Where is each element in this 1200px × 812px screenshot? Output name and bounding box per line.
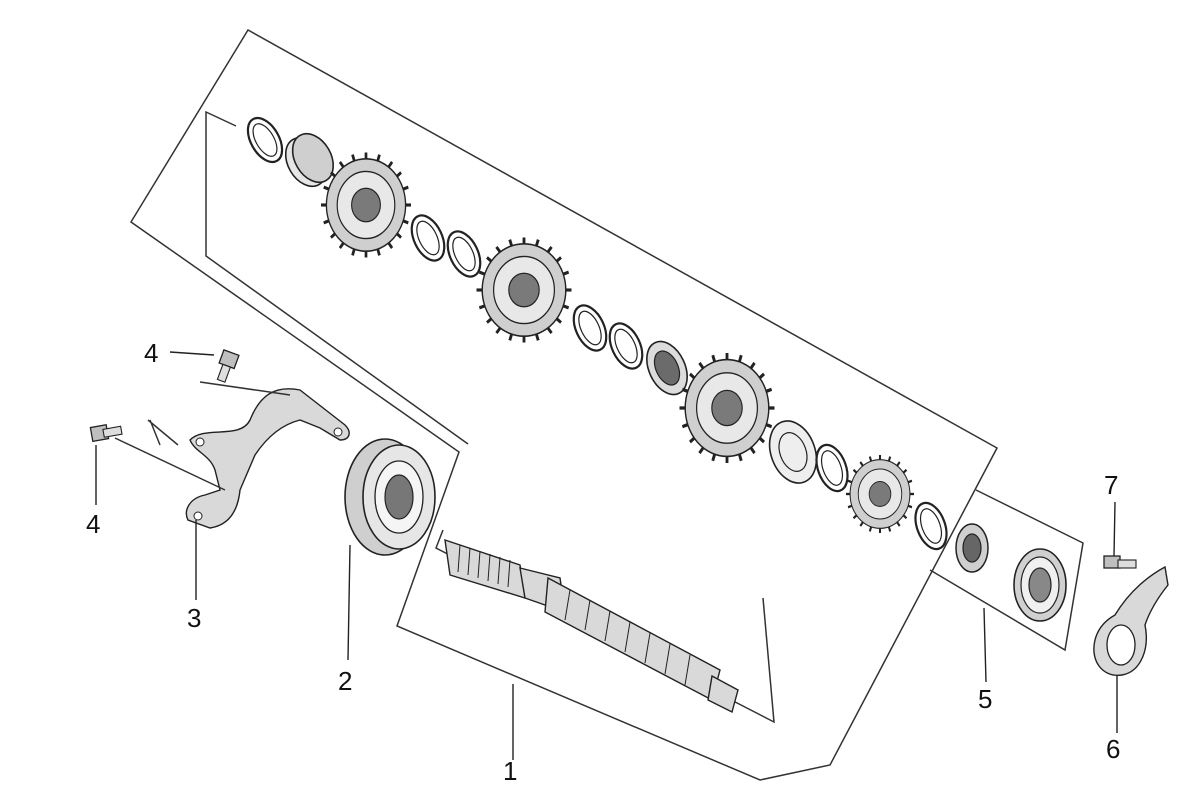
assembly-outline xyxy=(129,28,999,781)
bearing-plate xyxy=(185,388,350,529)
callout-4-lower: 4 xyxy=(86,509,100,539)
retainer-hole xyxy=(1106,624,1136,666)
callout-6: 6 xyxy=(1106,734,1120,764)
leader-7 xyxy=(1113,501,1116,557)
callout-3: 3 xyxy=(187,603,201,633)
ball-bearing xyxy=(344,438,436,556)
thrust-washer xyxy=(768,420,818,484)
snap-ring-1 xyxy=(239,111,291,169)
collar-bushing xyxy=(284,132,335,188)
callout-2: 2 xyxy=(338,666,352,696)
needle-bearing-1 xyxy=(646,340,688,396)
washer-1 xyxy=(404,209,452,267)
needle-bearing-2 xyxy=(955,523,989,573)
plate-hole-2 xyxy=(193,511,203,521)
gear-1 xyxy=(319,150,413,260)
callout-7: 7 xyxy=(1104,470,1118,500)
washer-3 xyxy=(809,439,855,497)
gear-3 xyxy=(677,351,777,465)
gear-2 xyxy=(474,235,574,345)
callout-1: 1 xyxy=(503,756,517,786)
leader-2 xyxy=(347,544,351,661)
callout-4-upper: 4 xyxy=(144,338,158,368)
plate-guide-lines xyxy=(147,381,291,446)
ball-bearing-small xyxy=(1013,548,1067,622)
callout-5: 5 xyxy=(978,684,992,714)
gear-4 xyxy=(844,453,916,535)
bolt-guide-line xyxy=(114,437,226,491)
plate-hole-3 xyxy=(333,427,343,437)
bolt-upper xyxy=(216,349,240,383)
washer-2 xyxy=(566,299,614,357)
leader-4a xyxy=(169,351,215,356)
bearing-bracket xyxy=(929,489,1084,652)
snap-ring-3 xyxy=(602,317,650,375)
main-shaft xyxy=(444,538,739,714)
bolt-lower xyxy=(89,424,123,443)
plate-hole-1 xyxy=(195,437,205,447)
gear-cluster-bracket xyxy=(205,110,469,445)
bolt-small xyxy=(1103,555,1137,569)
leader-5 xyxy=(983,607,987,683)
